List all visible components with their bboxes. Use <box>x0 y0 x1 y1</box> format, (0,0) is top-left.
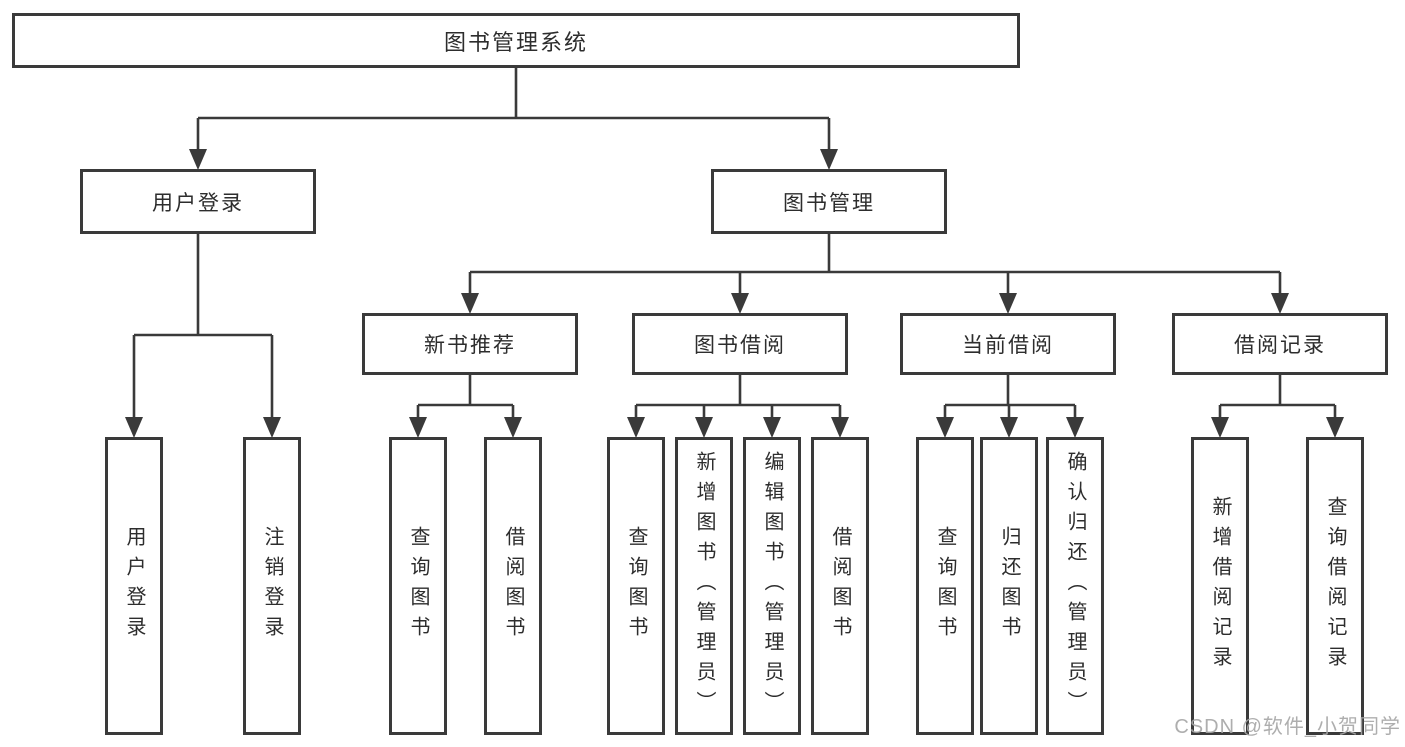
leaf-logout-label: 注销登录 <box>261 526 283 646</box>
leaf-add-book-admin: 新增图书（管理员） <box>675 437 733 735</box>
leaf-borrow-books-borrowing: 借阅图书 <box>811 437 869 735</box>
leaf-query-books-recommend: 查询图书 <box>389 437 447 735</box>
leaf-query-books-borrowing: 查询图书 <box>607 437 665 735</box>
node-root-label: 图书管理系统 <box>443 29 588 55</box>
node-book-management-label: 图书管理 <box>783 191 875 215</box>
leaf-confirm-return-admin-label: 确认归还（管理员） <box>1064 451 1086 721</box>
node-book-borrowing: 图书借阅 <box>632 313 848 375</box>
leaf-add-book-admin-label: 新增图书（管理员） <box>693 451 715 721</box>
leaf-user-login: 用户登录 <box>105 437 163 735</box>
leaf-query-borrow-record-label: 查询借阅记录 <box>1324 496 1346 676</box>
leaf-query-books-current: 查询图书 <box>916 437 974 735</box>
leaf-user-login-label: 用户登录 <box>123 526 145 646</box>
leaf-edit-book-admin: 编辑图书（管理员） <box>743 437 801 735</box>
node-new-book-recommend-label: 新书推荐 <box>424 334 516 357</box>
leaf-query-books-recommend-label: 查询图书 <box>407 526 429 646</box>
leaf-query-books-current-label: 查询图书 <box>934 526 956 646</box>
leaf-borrow-books-borrowing-label: 借阅图书 <box>829 526 851 646</box>
node-borrowing-records-label: 借阅记录 <box>1234 334 1326 357</box>
leaf-borrow-books-recommend-label: 借阅图书 <box>502 526 524 646</box>
leaf-logout: 注销登录 <box>243 437 301 735</box>
csdn-watermark: CSDN @软件_小贺同学 <box>1174 716 1401 738</box>
leaf-return-books: 归还图书 <box>980 437 1038 735</box>
node-current-borrowing: 当前借阅 <box>900 313 1116 375</box>
leaf-add-borrow-record: 新增借阅记录 <box>1191 437 1249 735</box>
leaf-add-borrow-record-label: 新增借阅记录 <box>1209 496 1231 676</box>
leaf-borrow-books-recommend: 借阅图书 <box>484 437 542 735</box>
leaf-confirm-return-admin: 确认归还（管理员） <box>1046 437 1104 735</box>
node-user-login-label: 用户登录 <box>152 191 244 215</box>
leaf-query-borrow-record: 查询借阅记录 <box>1306 437 1364 735</box>
node-book-management: 图书管理 <box>711 169 947 234</box>
node-root-library-system: 图书管理系统 <box>12 13 1020 68</box>
node-new-book-recommend: 新书推荐 <box>362 313 578 375</box>
leaf-return-books-label: 归还图书 <box>998 526 1020 646</box>
leaf-edit-book-admin-label: 编辑图书（管理员） <box>761 451 783 721</box>
node-current-borrowing-label: 当前借阅 <box>962 334 1054 357</box>
node-book-borrowing-label: 图书借阅 <box>694 334 786 357</box>
leaf-query-books-borrowing-label: 查询图书 <box>625 526 647 646</box>
arrowheads <box>125 149 1344 438</box>
node-user-login: 用户登录 <box>80 169 316 234</box>
node-borrowing-records: 借阅记录 <box>1172 313 1388 375</box>
